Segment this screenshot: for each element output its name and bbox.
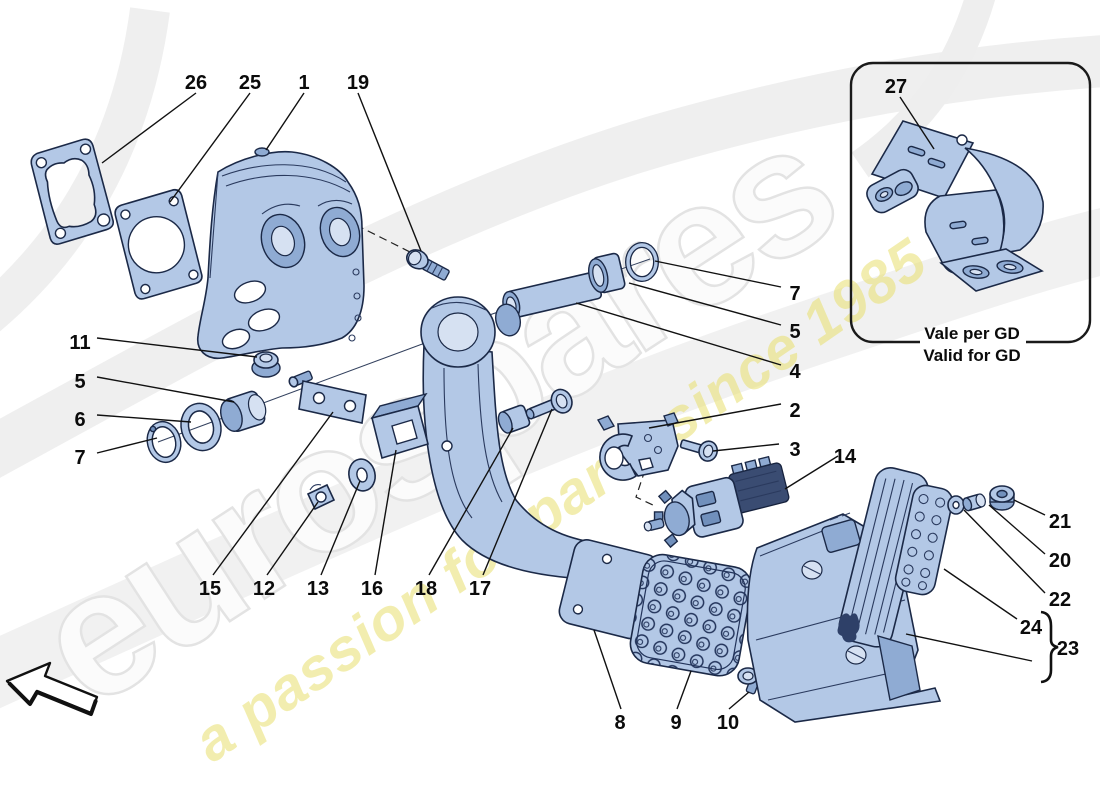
bolt-19 xyxy=(406,249,450,281)
ferrari-horse-emblem xyxy=(837,613,860,643)
nut-11 xyxy=(251,351,281,378)
accelerator-pedal-assembly-23 xyxy=(746,467,942,723)
brake-pedal-arm xyxy=(420,296,609,581)
bolt-17 xyxy=(525,388,573,420)
bracket-plate-15 xyxy=(288,370,367,424)
callout-labels: 26 25 1 19 27 7 5 4 2 3 14 11 5 6 7 15 1… xyxy=(69,72,1079,734)
pedal-plate-8 xyxy=(558,539,659,640)
callout-13: 13 xyxy=(307,578,329,600)
callout-14: 14 xyxy=(834,446,857,468)
callout-7-right: 7 xyxy=(789,283,800,305)
washer-22 xyxy=(947,495,965,515)
callout-21: 21 xyxy=(1049,511,1071,533)
callout-9: 9 xyxy=(670,712,681,734)
pedal-rubber-pad-9 xyxy=(629,553,753,677)
callout-8: 8 xyxy=(614,712,625,734)
inset-box-gd: Vale per GD Valid for GD xyxy=(849,61,1092,365)
callout-27: 27 xyxy=(885,76,907,98)
callout-4: 4 xyxy=(789,361,801,383)
pedal-housing-1 xyxy=(197,147,365,360)
callout-3: 3 xyxy=(789,439,800,461)
callout-16: 16 xyxy=(361,578,383,600)
clip-12 xyxy=(306,483,336,511)
washer-20 xyxy=(962,493,986,512)
bushing-5-left xyxy=(220,390,267,433)
gasket-26 xyxy=(30,138,115,245)
snap-ring-7-right xyxy=(625,242,659,282)
inset-caption-italian: Vale per GD xyxy=(924,324,1019,343)
sensor-bracket-2 xyxy=(596,412,679,481)
nut-21 xyxy=(989,485,1015,511)
callout-26: 26 xyxy=(185,72,207,94)
washer-6 xyxy=(180,402,222,452)
stop-switch-14 xyxy=(643,455,790,549)
callout-11: 11 xyxy=(69,332,90,354)
callout-23: 23 xyxy=(1057,638,1079,660)
callout-22: 22 xyxy=(1049,589,1071,611)
callout-24: 24 xyxy=(1020,617,1043,639)
brace-23 xyxy=(1040,610,1059,684)
accelerator-pad-24 xyxy=(894,484,954,596)
callout-6: 6 xyxy=(74,409,85,431)
callout-1: 1 xyxy=(298,72,309,94)
leader-lines xyxy=(96,92,1059,710)
callout-25: 25 xyxy=(239,72,261,94)
callout-18: 18 xyxy=(415,578,437,600)
callout-2: 2 xyxy=(789,400,800,422)
callout-10: 10 xyxy=(717,712,739,734)
gasket-25 xyxy=(114,188,203,300)
inset-caption-english: Valid for GD xyxy=(923,346,1020,365)
bushing-5-right xyxy=(588,252,626,294)
callout-20: 20 xyxy=(1049,550,1071,572)
callout-12: 12 xyxy=(253,578,275,600)
callout-5-left: 5 xyxy=(74,371,85,393)
bracket-27 xyxy=(866,120,1044,292)
callout-5-right: 5 xyxy=(789,321,800,343)
bolt-3 xyxy=(679,439,719,462)
bracket-16 xyxy=(370,392,429,460)
callout-7-left: 7 xyxy=(74,447,85,469)
bushing-18 xyxy=(497,404,531,434)
callout-17: 17 xyxy=(469,578,491,600)
callout-15: 15 xyxy=(199,578,221,600)
callout-19: 19 xyxy=(347,72,369,94)
direction-arrow-icon xyxy=(5,661,99,716)
washer-13 xyxy=(348,458,376,492)
snap-ring-7-left xyxy=(146,420,182,464)
